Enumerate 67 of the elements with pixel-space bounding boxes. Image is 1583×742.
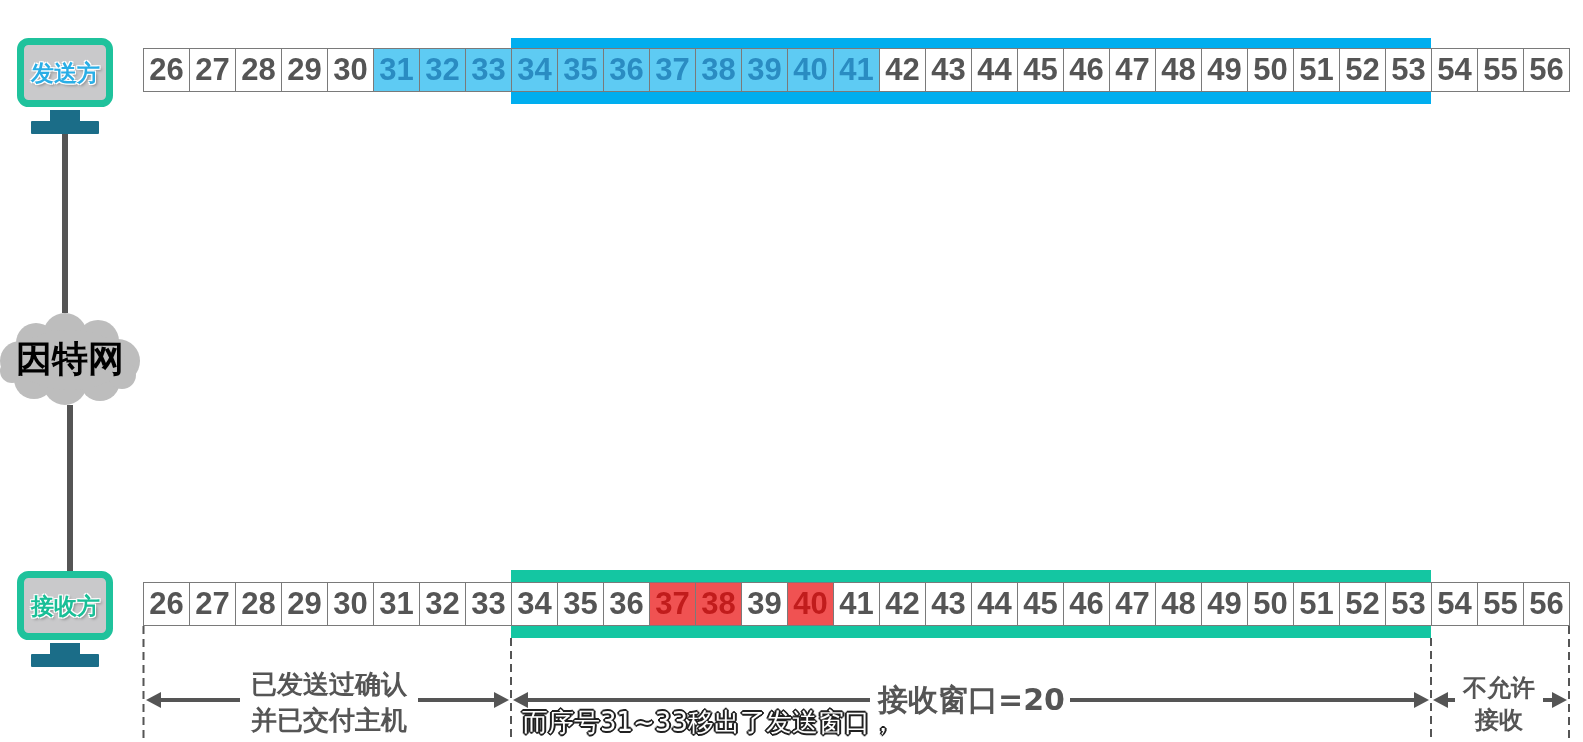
sequence-number-cell: 45 [1017,582,1064,626]
sequence-number-cell: 27 [189,48,236,92]
sequence-number-cell: 42 [879,582,926,626]
sequence-number-cell: 55 [1477,48,1524,92]
sequence-number-cell: 35 [557,48,604,92]
sequence-number-cell: 47 [1109,48,1156,92]
sequence-number-cell: 53 [1385,582,1432,626]
sequence-number-cell: 29 [281,582,328,626]
sequence-number-cell: 56 [1523,48,1570,92]
sequence-number-cell: 32 [419,48,466,92]
sequence-number-cell: 30 [327,582,374,626]
sequence-number-cell: 34 [511,582,558,626]
sequence-number-cell: 55 [1477,582,1524,626]
sequence-number-cell: 53 [1385,48,1432,92]
sequence-number-cell: 31 [373,582,420,626]
sequence-number-cell: 50 [1247,582,1294,626]
sequence-number-cell: 40 [787,48,834,92]
sequence-number-cell: 44 [971,582,1018,626]
sequence-number-cell: 32 [419,582,466,626]
sequence-number-cell: 29 [281,48,328,92]
sequence-number-cell: 52 [1339,48,1386,92]
sequence-number-cell: 48 [1155,48,1202,92]
computer-monitor [17,38,113,134]
sequence-number-cell: 51 [1293,48,1340,92]
sequence-number-cell: 28 [235,582,282,626]
sequence-number-cell: 36 [603,582,650,626]
sequence-number-cell: 56 [1523,582,1570,626]
sequence-number-cell: 26 [143,48,190,92]
connector-line [67,405,73,571]
sequence-number-cell: 30 [327,48,374,92]
sequence-number-cell: 47 [1109,582,1156,626]
sequence-number-cell: 41 [833,48,880,92]
dimension-label: 不允许接收 [1461,673,1536,736]
sequence-number-cell: 33 [465,48,512,92]
sequence-number-cell: 27 [189,582,236,626]
sequence-number-cell: 26 [143,582,190,626]
sequence-number-cell: 54 [1431,48,1478,92]
sequence-number-cell: 37 [649,48,696,92]
sequence-number-cell: 46 [1063,582,1110,626]
sequence-number-cell: 49 [1201,582,1248,626]
sequence-number-cell: 34 [511,48,558,92]
sequence-number-cell: 39 [741,582,788,626]
sequence-number-cell: 42 [879,48,926,92]
screen-label: 接收方 [30,593,100,619]
sequence-number-cell: 43 [925,582,972,626]
sequence-number-cell: 44 [971,48,1018,92]
sequence-number-cell: 45 [1017,48,1064,92]
computer-monitor [17,571,113,667]
sequence-number-cell: 31 [373,48,420,92]
screen-label: 发送方 [30,60,100,86]
sequence-number-cell: 49 [1201,48,1248,92]
connector-line [62,134,68,313]
sequence-number-cell: 51 [1293,582,1340,626]
sequence-number-cell: 46 [1063,48,1110,92]
sequence-number-cell: 35 [557,582,604,626]
sequence-number-cell: 41 [833,582,880,626]
sequence-number-cell: 39 [741,48,788,92]
sequence-number-cell: 48 [1155,582,1202,626]
sequence-number-cell: 38 [695,48,742,92]
dimension-label: 已发送过确认并已交付主机 [250,668,408,737]
sequence-number-cell: 50 [1247,48,1294,92]
sequence-number-cell: 43 [925,48,972,92]
sequence-number-cell: 28 [235,48,282,92]
sequence-number-cell: 52 [1339,582,1386,626]
sequence-number-cell: 36 [603,48,650,92]
sequence-number-cell: 54 [1431,582,1478,626]
sequence-number-cell: 33 [465,582,512,626]
